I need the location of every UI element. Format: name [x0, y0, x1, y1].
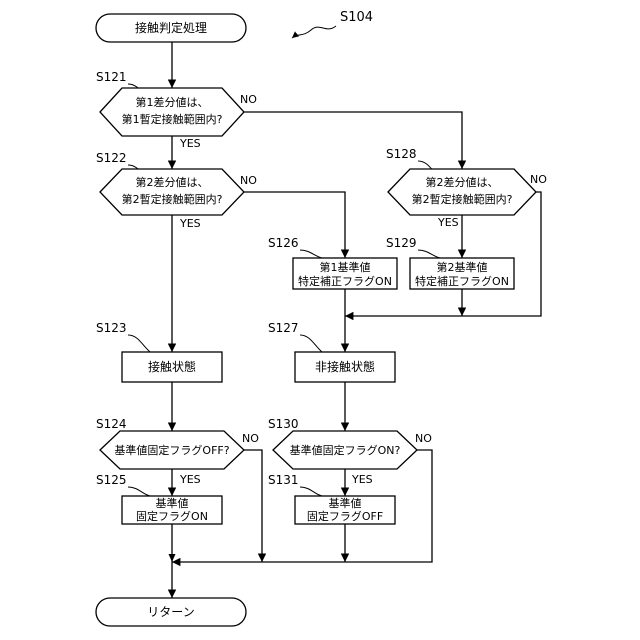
decision-s121: S121 第1差分値は、 第1暫定接触範囲内? NO YES — [96, 70, 257, 150]
decision-s128-line-1: 第2差分値は、 — [426, 175, 499, 189]
process-s125: S125 基準値 固定フラグON — [96, 473, 222, 524]
process-s129: S129 第2基準値 特定補正フラグON — [386, 236, 514, 289]
s121-yes-label: YES — [179, 137, 201, 150]
step-label-s125: S125 — [96, 473, 127, 487]
leader-s129 — [418, 250, 440, 258]
decision-s130-label: 基準値固定フラグON? — [290, 443, 401, 457]
step-label-s130: S130 — [268, 417, 299, 431]
s124-no-label: NO — [242, 432, 259, 445]
step-label-s122: S122 — [96, 151, 127, 165]
s130-yes-label: YES — [351, 473, 373, 486]
merge-arrowhead-icon — [169, 554, 176, 562]
decision-s124-label: 基準値固定フラグOFF? — [114, 443, 229, 457]
s122-yes-label: YES — [179, 217, 201, 230]
process-s129-line-1: 第2基準値 — [437, 260, 488, 274]
s130-no-label: NO — [415, 432, 432, 445]
process-s126-line-1: 第1基準値 — [320, 260, 371, 274]
leader-s123 — [128, 335, 150, 352]
step-label-s124: S124 — [96, 417, 127, 431]
process-s127: S127 非接触状態 — [268, 321, 395, 382]
step-label-s127: S127 — [268, 321, 299, 335]
end-terminal: リターン — [96, 598, 246, 626]
process-s125-line-2: 固定フラグON — [136, 509, 208, 523]
decision-s122: S122 第2差分値は、 第2暫定接触範囲内? NO YES — [96, 151, 257, 230]
decision-s128-line-2: 第2暫定接触範囲内? — [412, 192, 513, 206]
leader-s125 — [128, 487, 150, 496]
figure-reference-pointer — [292, 26, 336, 38]
s121-no-label: NO — [240, 93, 257, 106]
step-label-s128: S128 — [386, 147, 417, 161]
decision-s121-line-1: 第1差分値は、 — [136, 95, 209, 109]
step-label-s126: S126 — [268, 236, 299, 250]
leader-s131 — [300, 487, 322, 496]
process-s123-label: 接触状態 — [148, 359, 196, 374]
edge-s121-no — [244, 112, 462, 169]
process-s129-line-2: 特定補正フラグON — [415, 274, 509, 288]
figure-reference-label: S104 — [340, 10, 373, 25]
step-label-s123: S123 — [96, 321, 127, 335]
leader-s126 — [300, 250, 322, 258]
process-s126-line-2: 特定補正フラグON — [298, 274, 392, 288]
process-s131-line-2: 固定フラグOFF — [307, 509, 383, 523]
s124-yes-label: YES — [179, 473, 201, 486]
edge-s124-no — [244, 450, 262, 562]
step-label-s121: S121 — [96, 70, 127, 84]
step-label-s129: S129 — [386, 236, 417, 250]
decision-s122-line-2: 第2暫定接触範囲内? — [122, 192, 223, 206]
end-terminal-label: リターン — [147, 605, 194, 619]
decision-s121-line-2: 第1暫定接触範囲内? — [122, 112, 223, 126]
s128-yes-label: YES — [437, 216, 459, 229]
process-s131: S131 基準値 固定フラグOFF — [268, 473, 395, 524]
decision-s128: S128 第2差分値は、 第2暫定接触範囲内? NO YES — [386, 147, 547, 229]
start-terminal-label: 接触判定処理 — [135, 20, 207, 35]
leader-s127 — [300, 335, 322, 352]
figure-reference: S104 — [292, 10, 373, 38]
start-terminal: 接触判定処理 — [96, 14, 246, 42]
process-s126: S126 第1基準値 特定補正フラグON — [268, 236, 397, 289]
process-s123: S123 接触状態 — [96, 321, 222, 382]
decision-s122-line-1: 第2差分値は、 — [136, 175, 209, 189]
s122-no-label: NO — [240, 174, 257, 187]
process-s131-line-1: 基準値 — [329, 496, 362, 510]
process-s125-line-1: 基準値 — [156, 496, 189, 510]
s128-no-label: NO — [530, 173, 547, 186]
step-label-s131: S131 — [268, 473, 299, 487]
process-s127-label: 非接触状態 — [315, 359, 375, 374]
